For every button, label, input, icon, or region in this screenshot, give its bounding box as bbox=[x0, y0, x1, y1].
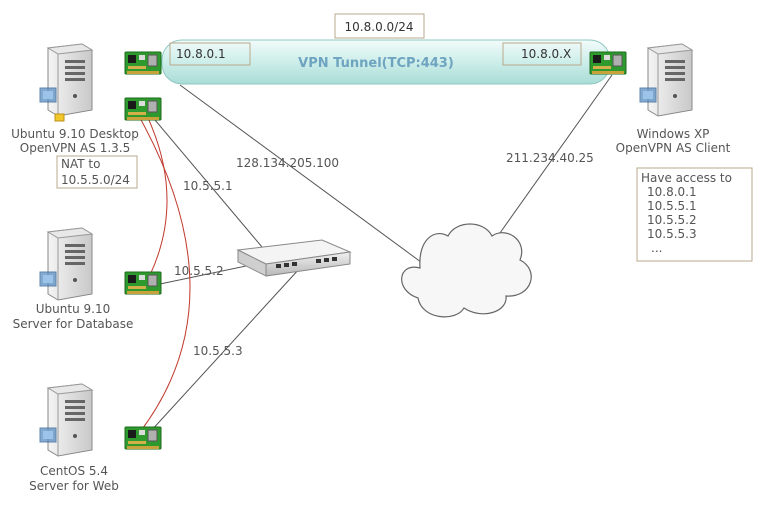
access-item: 10.5.5.3 bbox=[647, 227, 697, 241]
tunnel-right-ip: 10.8.0.X bbox=[521, 47, 571, 61]
desktop-lan-nic-icon bbox=[124, 97, 162, 121]
internet-cloud-icon bbox=[401, 223, 532, 318]
access-item: 10.8.0.1 bbox=[647, 185, 697, 199]
nat-line1: NAT to bbox=[61, 157, 100, 171]
link-label-lan-db: 10.5.5.2 bbox=[174, 264, 224, 278]
tunnel-right-ip-box bbox=[502, 42, 582, 66]
client-caption-line1: Windows XP bbox=[637, 127, 710, 141]
vpn-tunnel: VPN Tunnel(TCP:443) 10.8.0.1 10.8.0.X bbox=[161, 39, 611, 85]
client-to-cloud-line bbox=[494, 74, 613, 241]
desktop-vpn-nic-icon bbox=[124, 51, 162, 75]
desktop-server-icon bbox=[39, 43, 93, 117]
red-cable-to-db bbox=[147, 117, 168, 276]
tunnel-left-ip: 10.8.0.1 bbox=[176, 47, 226, 61]
link-label-lan-web: 10.5.5.3 bbox=[193, 344, 243, 358]
subnet-box: 10.8.0.0/24 bbox=[334, 13, 425, 39]
web-caption-line2: Server for Web bbox=[29, 479, 119, 493]
web-server-icon bbox=[39, 383, 93, 457]
connections bbox=[139, 74, 613, 433]
tunnel-label: VPN Tunnel(TCP:443) bbox=[298, 56, 454, 71]
nat-box: NAT to 10.5.5.0/24 bbox=[56, 155, 138, 189]
access-item: 10.5.5.1 bbox=[647, 199, 697, 213]
red-cable-to-web bbox=[139, 117, 191, 433]
desktop-caption-line1: Ubuntu 9.10 Desktop bbox=[11, 127, 139, 141]
subnet-label: 10.8.0.0/24 bbox=[345, 20, 414, 34]
link-label-lan-desktop: 10.5.5.1 bbox=[183, 179, 233, 193]
db-caption-line2: Server for Database bbox=[13, 317, 134, 331]
desktop-nic2-to-switch-line bbox=[154, 119, 263, 248]
desktop-caption-line2: OpenVPN AS 1.3.5 bbox=[20, 141, 130, 155]
tunnel-to-cloud-line bbox=[179, 84, 426, 266]
link-label-public-left: 128.134.205.100 bbox=[236, 156, 339, 170]
db-caption-line1: Ubuntu 9.10 bbox=[36, 302, 110, 316]
access-box: Have access to 10.8.0.1 10.5.5.1 10.5.5.… bbox=[636, 167, 753, 262]
nat-line2: 10.5.5.0/24 bbox=[61, 173, 130, 187]
web-nic-icon bbox=[124, 426, 162, 450]
db-nic-icon bbox=[124, 271, 162, 295]
desktop-key-icon bbox=[54, 113, 65, 122]
access-item: 10.5.5.2 bbox=[647, 213, 697, 227]
access-title: Have access to bbox=[641, 171, 732, 185]
tunnel-left-ip-box bbox=[169, 42, 251, 66]
web-nic-to-switch-line bbox=[149, 267, 301, 433]
link-label-public-right: 211.234.40.25 bbox=[506, 151, 594, 165]
network-switch-icon bbox=[236, 239, 352, 277]
client-nic-icon bbox=[589, 51, 627, 75]
client-pc-icon bbox=[639, 43, 693, 117]
client-caption-line2: OpenVPN AS Client bbox=[616, 141, 731, 155]
db-server-icon bbox=[39, 227, 93, 301]
web-caption-line1: CentOS 5.4 bbox=[40, 464, 108, 478]
access-item: ... bbox=[651, 241, 662, 255]
